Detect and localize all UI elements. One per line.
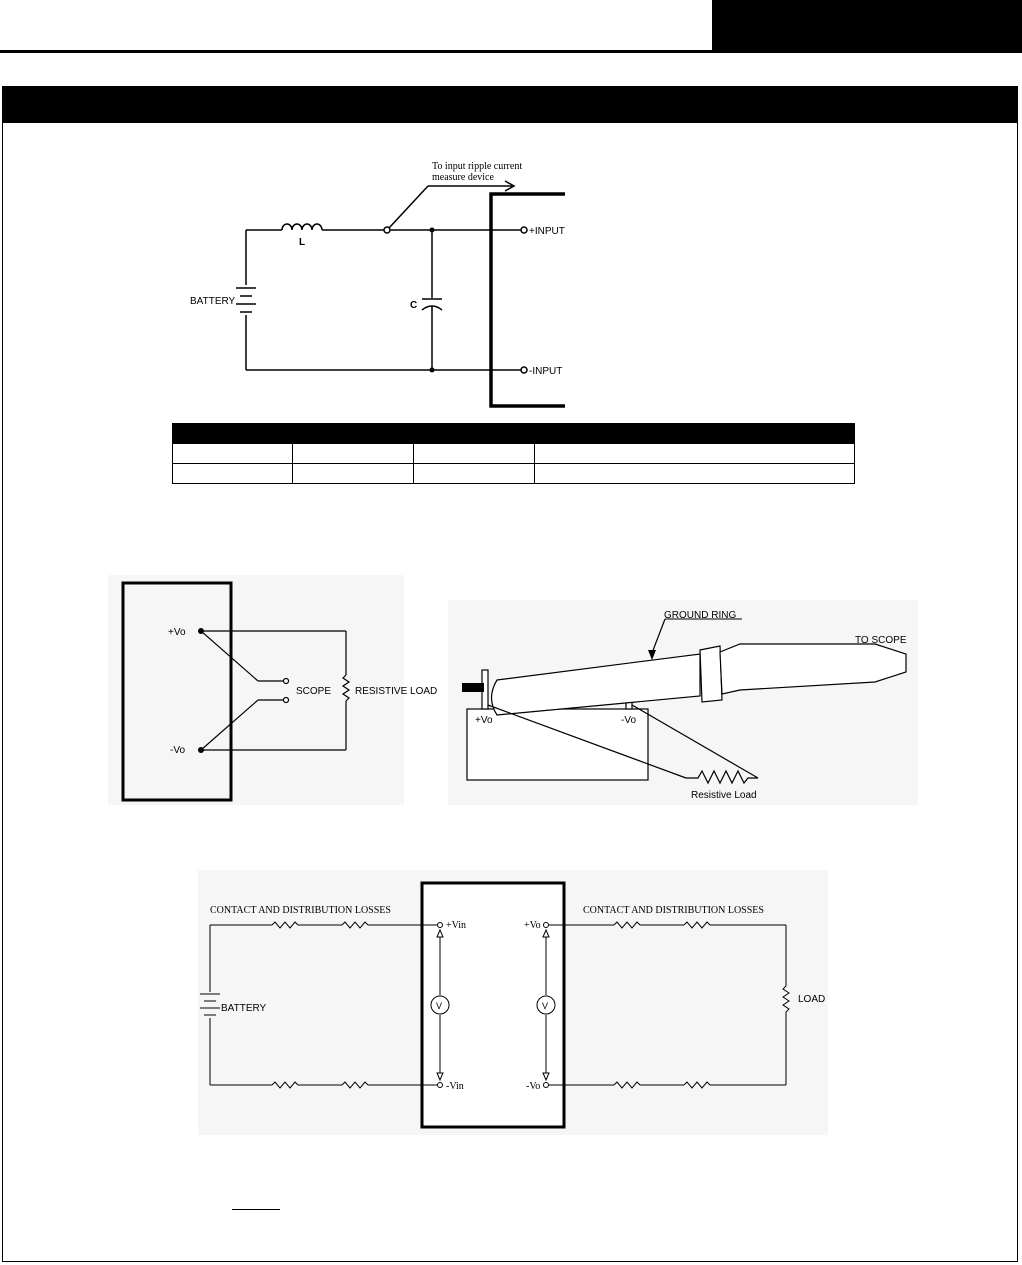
probe-collar xyxy=(699,645,723,703)
module-block xyxy=(466,708,649,781)
junction-top xyxy=(429,227,435,233)
ground-ring-label: GROUND RING xyxy=(664,610,736,621)
minus-vo-terminal xyxy=(543,1082,549,1088)
table-cell xyxy=(172,463,293,484)
plus-vo-label: +Vo xyxy=(168,627,186,638)
ground-ring-pointer xyxy=(651,618,666,654)
table-row xyxy=(172,463,856,484)
capacitor-label: C xyxy=(410,300,417,311)
plus-vin-terminal xyxy=(437,922,443,928)
loss-resistor-out-bottom-2 xyxy=(683,1081,711,1089)
table-cell xyxy=(413,463,535,484)
minus-vin-terminal xyxy=(437,1082,443,1088)
meter-left-arrow-bottom xyxy=(436,1072,444,1082)
table-cell xyxy=(292,443,414,464)
probe-plus-vo-label: +Vo xyxy=(475,715,493,726)
plus-vo-node xyxy=(198,628,204,634)
loss-resistor-in-top-1 xyxy=(271,921,299,929)
table-cell xyxy=(172,443,293,464)
probe-minus-vo-label: -Vo xyxy=(621,715,636,726)
voltmeter-out xyxy=(536,995,556,1015)
to-scope-label: TO SCOPE xyxy=(855,635,907,646)
voltage-measurement-setup: CONTACT AND DISTRIBUTION LOSSES CONTACT … xyxy=(198,870,828,1135)
scope-label: SCOPE xyxy=(296,686,331,697)
content-frame xyxy=(2,86,1018,1262)
meter-in-label: V xyxy=(436,1001,442,1011)
junction-bottom xyxy=(429,367,435,373)
load-resistor xyxy=(782,985,790,1013)
scope-terminal-bottom xyxy=(282,696,290,704)
probe-tip xyxy=(462,683,484,692)
probe-lead xyxy=(388,185,429,229)
underline-mark xyxy=(232,1209,280,1210)
meter-right-arrow-top xyxy=(542,928,550,938)
ripple-note-line1: To input ripple current xyxy=(432,161,522,172)
scope-terminal-top xyxy=(282,677,290,685)
ground-ring-arrow xyxy=(648,650,656,660)
plus-input-terminal xyxy=(520,226,528,234)
loss-resistor-out-top-1 xyxy=(613,921,641,929)
minus-input-terminal xyxy=(520,366,528,374)
load-wire-plus xyxy=(487,704,687,779)
spec-table xyxy=(172,423,856,484)
scope-lead-top xyxy=(200,630,259,682)
header-rule xyxy=(0,50,712,53)
battery-label: BATTERY xyxy=(190,296,236,307)
section-title-bar xyxy=(3,87,1017,123)
probe-resistive-load xyxy=(686,769,758,785)
plus-input-label: +INPUT xyxy=(529,226,565,237)
output-ripple-setup: +Vo -Vo SCOPE RESISTIVE LOAD GROUND RING… xyxy=(108,575,918,805)
load-label: LOAD xyxy=(798,994,825,1005)
schematic-panel xyxy=(108,575,404,805)
probe-barrel xyxy=(490,653,701,716)
voltmeter-in xyxy=(430,995,450,1015)
minus-vo-node xyxy=(198,747,204,753)
plus-vo-terminal xyxy=(543,922,549,928)
loss-resistor-in-top-2 xyxy=(341,921,369,929)
table-header-cell xyxy=(172,423,293,444)
table-cell xyxy=(533,463,856,484)
ripple-note-line2: measure device xyxy=(432,172,494,183)
loss-resistor-out-top-2 xyxy=(683,921,711,929)
losses-left-label: CONTACT AND DISTRIBUTION LOSSES xyxy=(210,905,391,916)
plus-vin-label: +Vin xyxy=(446,920,466,931)
battery-label: BATTERY xyxy=(221,1003,267,1014)
scope-lead-bottom xyxy=(200,699,259,751)
plus-vo-label: +Vo xyxy=(524,920,541,931)
resistive-load xyxy=(341,674,351,702)
minus-vin-label: -Vin xyxy=(446,1081,464,1092)
inductor-l xyxy=(281,223,323,231)
probe-load-label: Resistive Load xyxy=(691,790,757,801)
meter-out-label: V xyxy=(542,1001,548,1011)
converter-module xyxy=(121,581,233,802)
inductor-label: L xyxy=(299,237,305,248)
minus-vo-label: -Vo xyxy=(170,745,185,756)
minus-input-label: -INPUT xyxy=(529,366,562,377)
resistive-load-label: RESISTIVE LOAD xyxy=(355,686,437,697)
loss-resistor-in-bottom-1 xyxy=(271,1081,299,1089)
meter-left-arrow-top xyxy=(436,928,444,938)
input-ripple-circuit: To input ripple current measure device L… xyxy=(190,161,565,408)
loss-resistor-in-bottom-2 xyxy=(341,1081,369,1089)
table-cell xyxy=(413,443,535,464)
meter-right-arrow-bottom xyxy=(542,1072,550,1082)
minus-vo-label: -Vo xyxy=(526,1081,540,1092)
loss-resistor-out-bottom-1 xyxy=(613,1081,641,1089)
load-wire-minus xyxy=(631,704,759,779)
table-header-cell xyxy=(291,423,856,444)
header-block xyxy=(712,0,1022,53)
table-cell xyxy=(533,443,856,464)
table-row xyxy=(172,443,856,464)
table-cell xyxy=(292,463,414,484)
losses-right-label: CONTACT AND DISTRIBUTION LOSSES xyxy=(583,905,764,916)
probe-handle xyxy=(719,643,907,695)
module-bracket xyxy=(489,192,565,408)
probe-arrow-head xyxy=(504,180,516,192)
table-header-row xyxy=(172,423,856,444)
